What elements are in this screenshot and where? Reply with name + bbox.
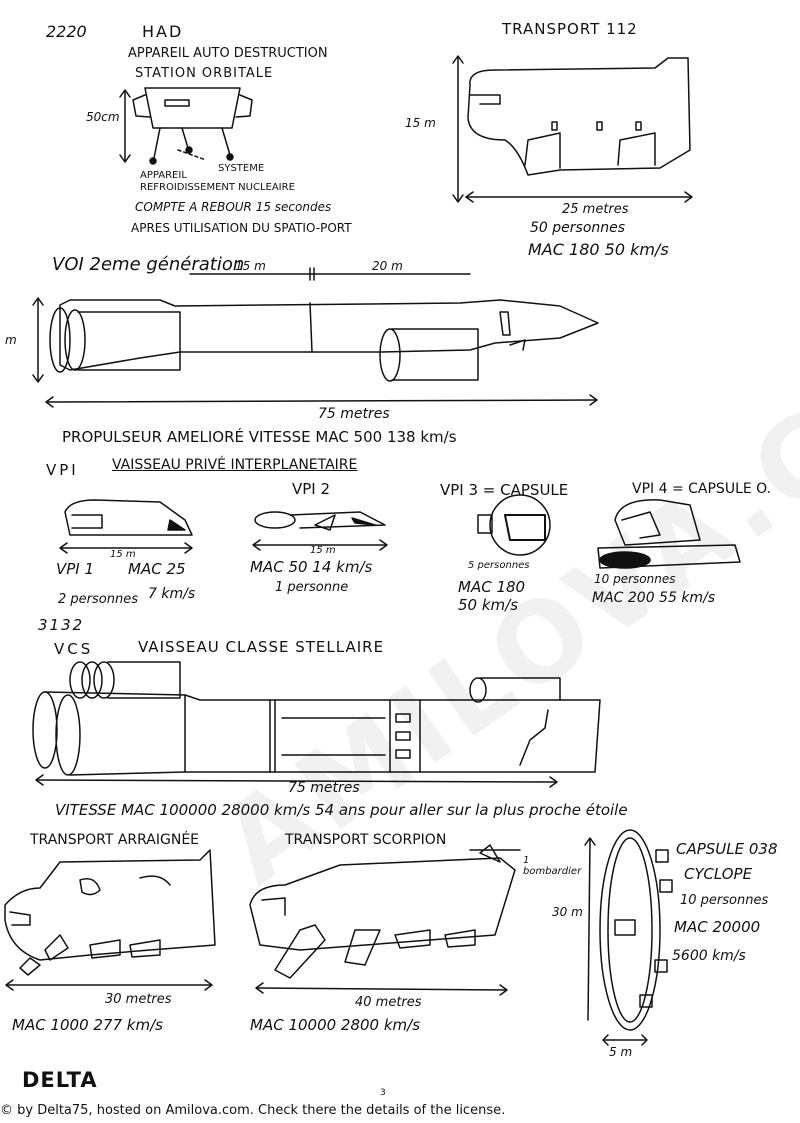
scorpion-bomber: 1 bombardier <box>523 855 582 877</box>
vpi-heading-full: VAISSEAU PRIVÉ INTERPLANETAIRE <box>112 457 358 473</box>
had-desc-line2: STATION ORBITALE <box>135 66 274 81</box>
had-desc-line1: APPAREIL AUTO DESTRUCTION <box>128 46 328 61</box>
voi-ship-drawing <box>32 267 599 408</box>
transport112-length: 25 metres <box>562 202 629 217</box>
vpi3-drawing <box>477 494 551 556</box>
voi-length: 75 metres <box>318 406 390 422</box>
capsule038-line3: 10 personnes <box>680 893 769 908</box>
capsule038-height: 30 m <box>552 905 583 919</box>
vpi1-dim: 15 m <box>110 549 136 560</box>
vpi1-people: 2 personnes <box>58 592 138 607</box>
vpi1-speed-mac: MAC 25 <box>128 560 186 578</box>
vpi1-name: VPI 1 <box>56 560 95 578</box>
vpi3-name: VPI 3 = CAPSULE <box>440 481 569 499</box>
araignee-title: TRANSPORT ARRAIGNÉE <box>30 832 200 848</box>
vcs-year: 3132 <box>38 616 85 634</box>
capsule038-width: 5 m <box>609 1045 633 1059</box>
transport112-title: TRANSPORT 112 <box>502 20 638 38</box>
vcs-caption: VITESSE MAC 100000 28000 km/s 54 ans pou… <box>55 801 628 819</box>
capsule038-line5: 5600 km/s <box>672 948 746 964</box>
vcs-full: VAISSEAU CLASSE STELLAIRE <box>138 638 385 656</box>
vpi2-people: 1 personne <box>275 580 349 595</box>
vcs-ship-drawing <box>32 661 601 788</box>
had-label-refroid: REFROIDISSEMENT NUCLEAIRE <box>140 182 295 193</box>
had-device-drawing <box>119 87 253 165</box>
vpi2-speed: MAC 50 14 km/s <box>250 558 373 576</box>
voi-caption: PROPULSEUR AMELIORÉ VITESSE MAC 500 138 … <box>62 428 457 446</box>
had-note-after: APRES UTILISATION DU SPATIO-PORT <box>131 221 352 235</box>
had-label-appareil: APPAREIL <box>140 170 187 181</box>
araignee-speed: MAC 1000 277 km/s <box>12 1016 163 1034</box>
vpi4-speed: MAC 200 55 km/s <box>592 590 716 606</box>
vpi2-dim: 15 m <box>310 545 336 556</box>
voi-height: m <box>5 333 17 347</box>
transport112-capacity: 50 personnes <box>530 220 626 236</box>
had-year: 2220 <box>46 22 87 41</box>
capsule-038-drawing <box>584 829 673 1046</box>
vpi1-drawing <box>59 499 193 554</box>
had-title: HAD <box>142 22 184 41</box>
vpi4-drawing <box>597 499 741 569</box>
vpi3-speed-mac: MAC 180 <box>458 578 526 596</box>
capsule038-line1: CAPSULE 038 <box>676 840 778 858</box>
capsule038-line4: MAC 20000 <box>674 918 761 936</box>
had-label-systeme: SYSTEME <box>218 163 265 174</box>
vpi4-people: 10 personnes <box>594 572 676 586</box>
page-number: 3 <box>380 1088 386 1098</box>
vcs-abbr: VCS <box>54 640 94 658</box>
capsule038-line2: CYCLOPE <box>684 865 753 883</box>
vpi2-name: VPI 2 <box>292 480 331 498</box>
delta-logo: DELTA <box>22 1068 98 1092</box>
scorpion-title: TRANSPORT SCORPION <box>285 832 447 848</box>
transport112-height: 15 m <box>405 116 436 130</box>
scorpion-speed: MAC 10000 2800 km/s <box>250 1016 421 1034</box>
vpi-heading-abbr: VPI <box>46 461 79 479</box>
araignee-length: 30 metres <box>105 992 172 1007</box>
scorpion-length: 40 metres <box>355 995 422 1010</box>
vpi2-drawing <box>252 511 388 551</box>
voi-dim2: 20 m <box>372 259 403 273</box>
voi-dim1: 15 m <box>235 259 266 273</box>
license-credit: © by Delta75, hosted on Amilova.com. Che… <box>0 1103 506 1118</box>
voi-title: VOI 2eme génération <box>52 254 245 275</box>
vcs-length: 75 metres <box>288 780 360 796</box>
transport-112-drawing <box>452 55 693 203</box>
vpi4-name: VPI 4 = CAPSULE O. <box>632 481 772 497</box>
transport112-speed: MAC 180 50 km/s <box>528 240 669 259</box>
vpi3-speed-kms: 50 km/s <box>458 596 519 614</box>
transport-araignee-drawing <box>4 849 216 991</box>
vpi1-speed-kms: 7 km/s <box>148 586 196 602</box>
transport-scorpion-drawing <box>249 844 521 996</box>
vpi3-people: 5 personnes <box>468 560 530 571</box>
had-note-countdown: COMPTE A REBOUR 15 secondes <box>135 200 332 214</box>
had-height-label: 50cm <box>86 110 120 124</box>
